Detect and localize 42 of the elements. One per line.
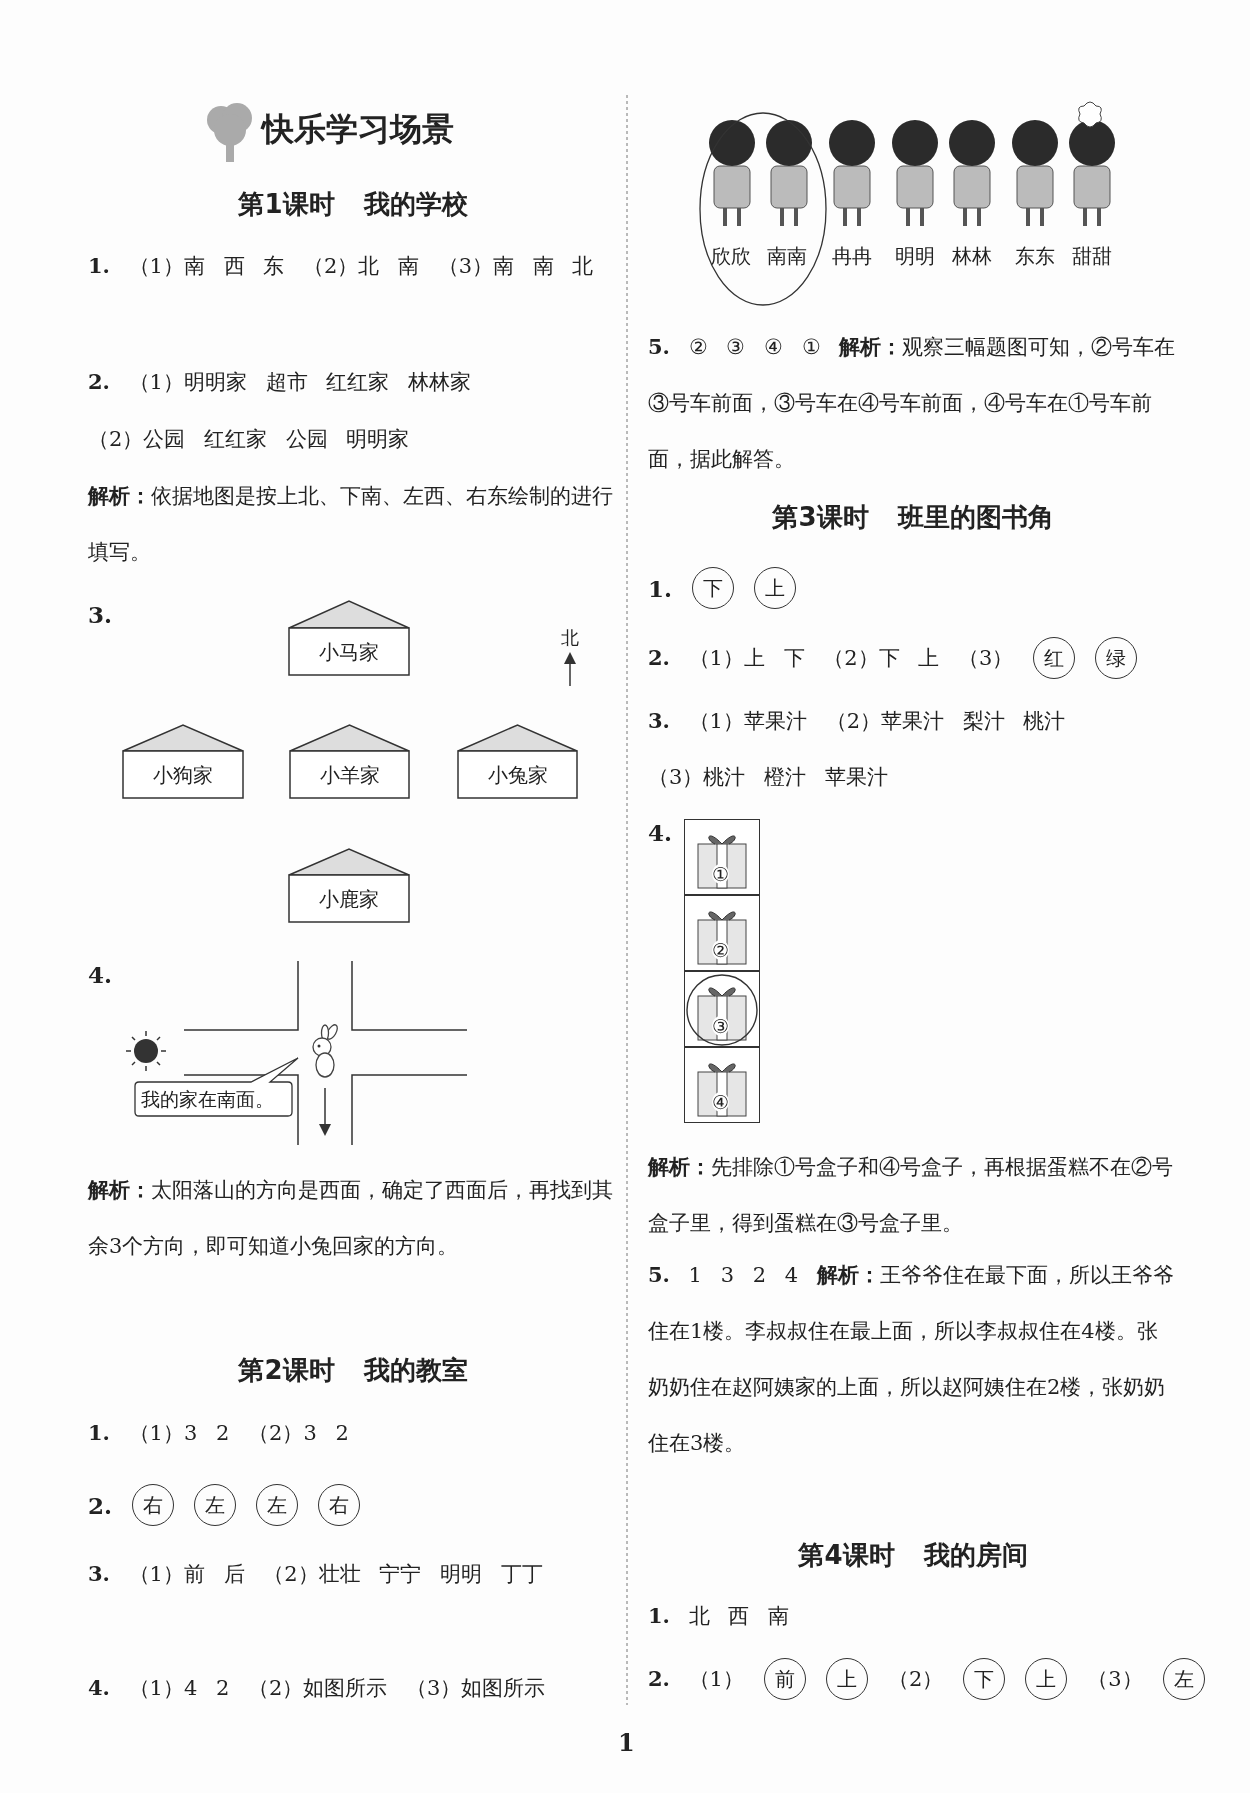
gift-cell: [684, 971, 760, 1047]
answer-text: （3）桃汁 橙汁 苹果汁: [648, 764, 889, 791]
answer-text: 2. （1）上 下 （2）下 上 （3）: [648, 644, 1014, 672]
gift-cell: [684, 1047, 760, 1123]
question-number: 1.: [648, 574, 672, 602]
gift-cell: [684, 819, 760, 895]
direction-label: 北: [561, 626, 579, 650]
answer-text: （3）: [1087, 1666, 1143, 1693]
answer-ellipse: 欣欣 南南: [699, 112, 827, 306]
speech-bubble: 我的家在南面。: [133, 1056, 300, 1118]
answer-text: 5. ② ③ ④ ① 解析：观察三幅题图可知，②号车在③号车前面，③号车在④号车前面，④号车在①号车前面，据此解答。: [648, 333, 1177, 473]
answer-text: 解析：先排除①号盒子和④号盒子，再根据蛋糕不在②号盒子里，得到蛋糕在③号盒子里。: [648, 1153, 1174, 1237]
name-label: 甜甜: [1072, 243, 1112, 269]
answer-text: 5. 1 3 2 4 解析：王爷爷住在最下面，所以王爷爷住在1楼。李叔叔住在最上面，所以李叔叔住在4楼。张奶奶住在赵阿姨家的上面，所以赵阿姨住在2楼，张奶奶住在3楼。: [648, 1261, 1175, 1457]
name-label: 明明: [895, 243, 935, 269]
gift-cell: [684, 895, 760, 971]
section-heading: 第3课时 班里的图书角: [771, 501, 1055, 534]
answer-text: 2. （1）: [648, 1665, 744, 1693]
answer-text: 1. （1）南 西 东 （2）北 南 （3）南 南 北: [88, 252, 595, 280]
page-title: 快乐学习场景: [262, 109, 454, 150]
answer-text: 3. （1）苹果汁 （2）苹果汁 梨汁 桃汁: [648, 707, 1067, 735]
answer-text: （2）公园 红红家 公园 明明家: [88, 426, 411, 453]
name-label: 冉冉: [832, 243, 872, 269]
page-number: 1: [618, 1728, 635, 1758]
question-number: 2.: [88, 1491, 112, 1519]
section-heading: 第1课时 我的学校: [237, 188, 469, 221]
answer-text: 2. （1）明明家 超市 红红家 林林家: [88, 368, 472, 396]
question-number: 3.: [88, 600, 112, 630]
question-number: 4.: [648, 818, 672, 848]
name-label: 林林: [952, 243, 992, 269]
answer-text: 解析：依据地图是按上北、下南、左西、右东绘制的进行填写。: [88, 482, 613, 566]
section-heading: 第2课时 我的教室: [237, 1354, 469, 1387]
name-label: 东东: [1015, 243, 1055, 269]
answer-text: 3. （1）前 后 （2）壮壮 宁宁 明明 丁丁: [88, 1560, 544, 1588]
answer-text: 4. （1）4 2 （2）如图所示 （3）如图所示: [88, 1674, 547, 1702]
answer-text: 1. （1）3 2 （2）3 2: [88, 1419, 350, 1447]
answer-text: 解析：太阳落山的方向是西面，确定了西面后，再找到其余3个方向，即可知道小兔回家的方向。: [88, 1176, 613, 1260]
question-number: 4.: [88, 960, 112, 990]
answer-text: 1. 北 西 南: [648, 1602, 790, 1630]
answer-circle: 右: [132, 1484, 174, 1526]
section-heading: 第4课时 我的房间: [797, 1539, 1029, 1572]
answer-text: （2）: [888, 1666, 944, 1693]
